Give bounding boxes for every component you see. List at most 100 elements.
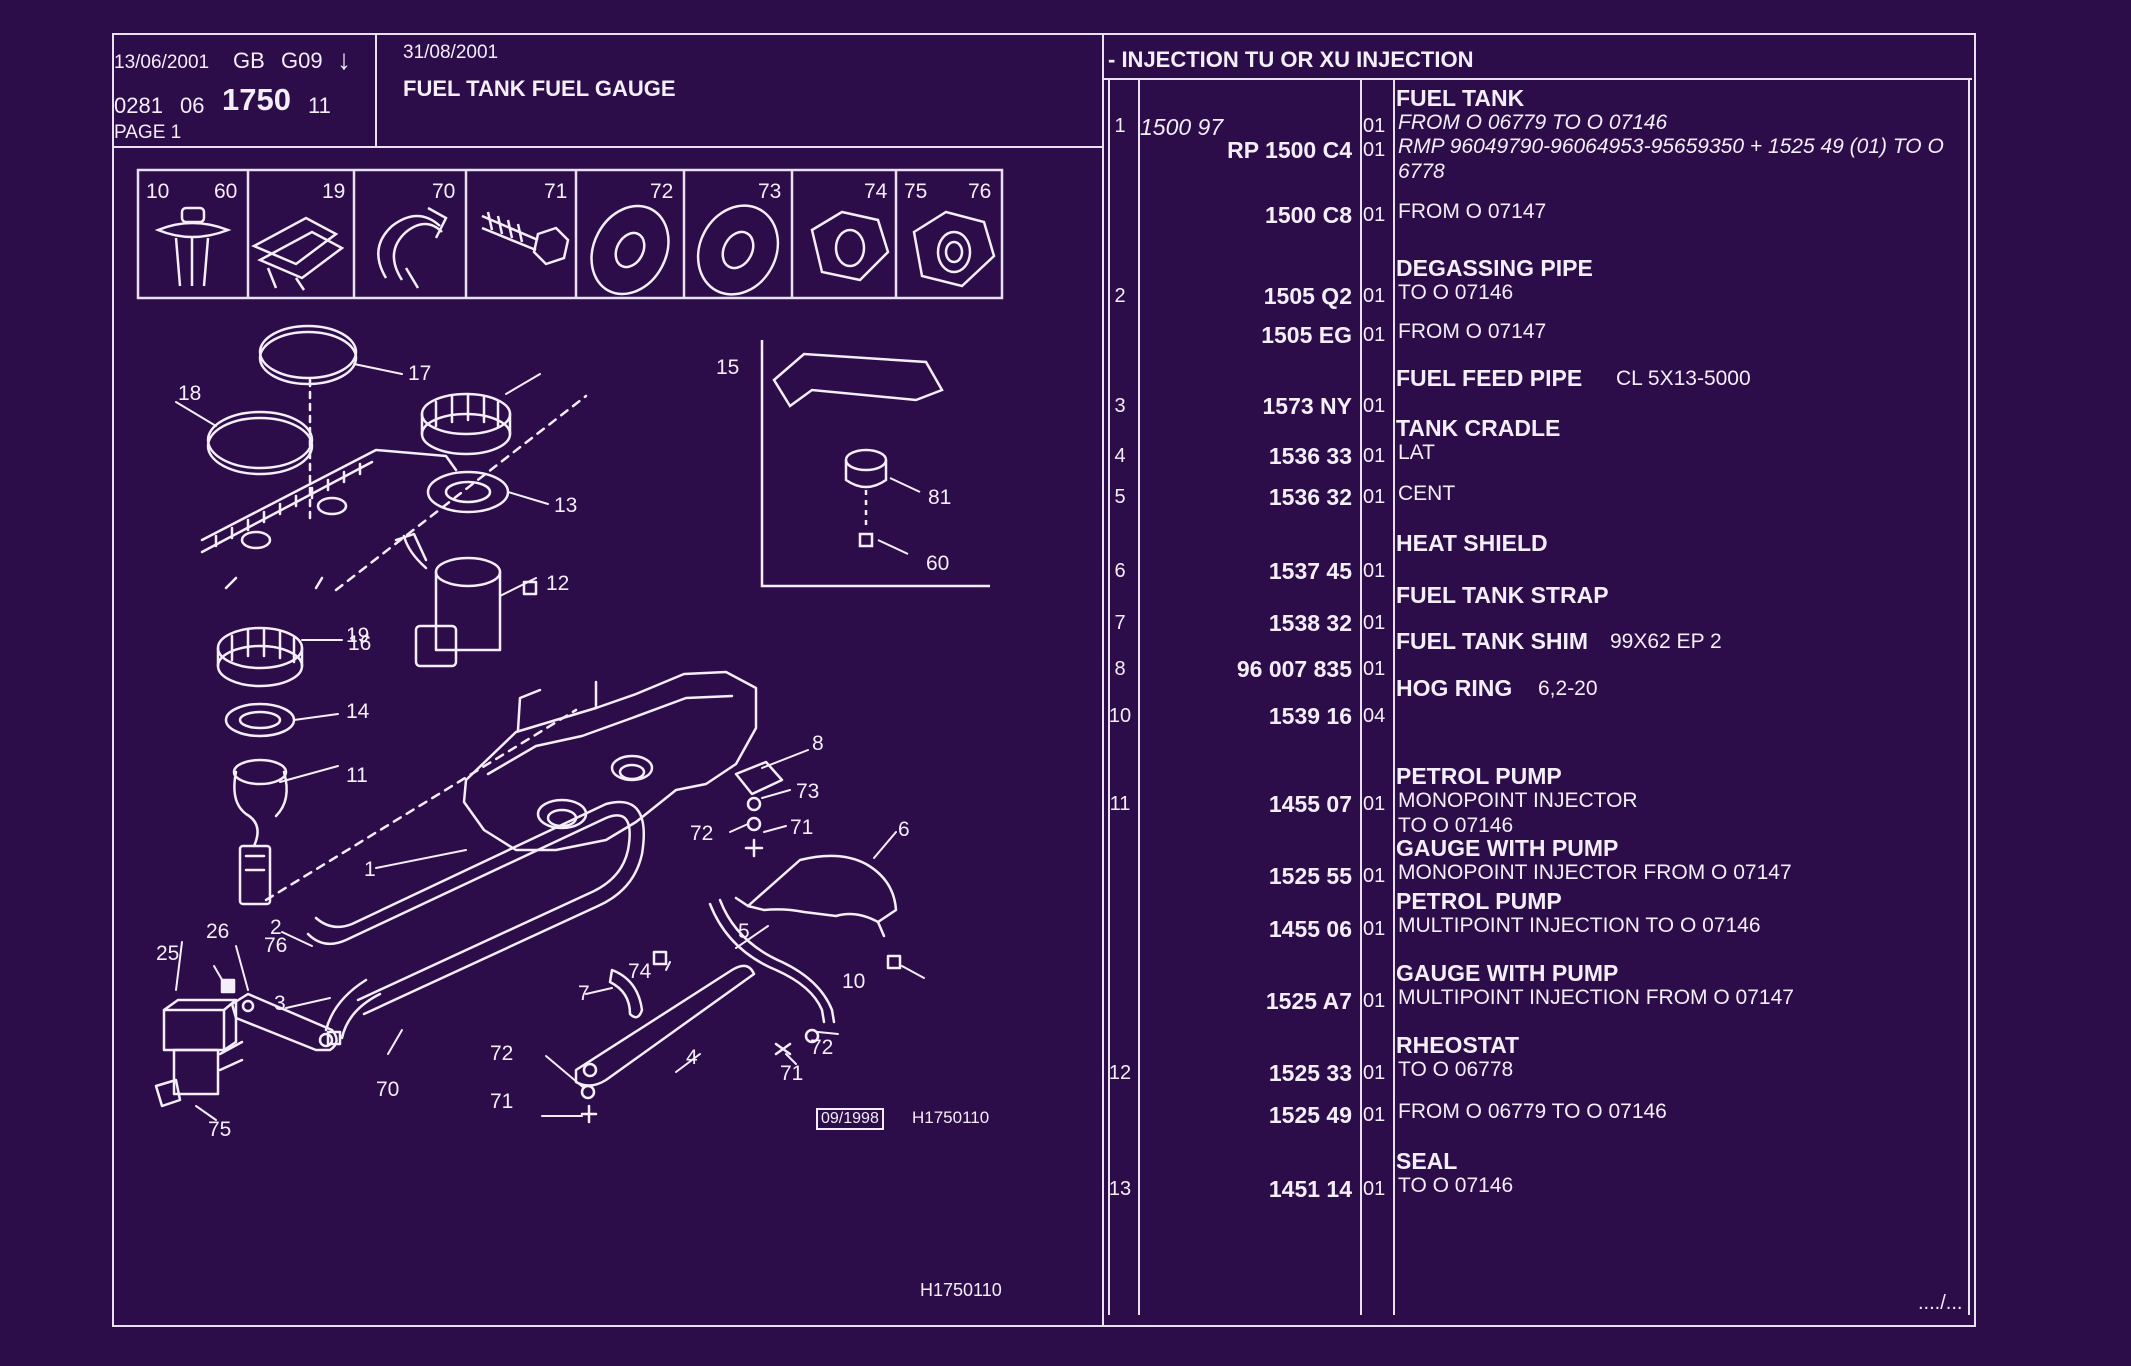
part-number: 1525 A7 <box>1265 988 1352 1014</box>
part-index: 8 <box>1114 658 1126 680</box>
part-desc-line: CL 5X13-5000 <box>1616 367 1751 390</box>
callout-71c: 71 <box>490 1090 513 1113</box>
callout-19: 19 <box>346 624 369 647</box>
hex-nut-icon <box>810 210 890 282</box>
part-title: SEAL <box>1396 1148 1458 1174</box>
hw-label-75: 75 <box>904 180 927 203</box>
part-desc-line: FROM O 06779 TO O 07146 <box>1398 1100 1667 1123</box>
part-number: 1538 32 <box>1268 610 1352 636</box>
callout-6: 6 <box>898 818 910 841</box>
header-ref-big: 1750 <box>222 82 291 117</box>
hw-label-19: 19 <box>322 180 345 203</box>
part-qty: 01 <box>1363 1178 1386 1200</box>
header-bottom-line <box>112 146 1104 148</box>
part-qty: 01 <box>1363 324 1386 346</box>
clip-icon <box>251 216 345 291</box>
part-qty: 01 <box>1363 285 1386 307</box>
screw-icon <box>481 211 570 266</box>
part-desc-line: MULTIPOINT INJECTION TO O 07146 <box>1398 914 1761 937</box>
col-line-qty-left <box>1360 80 1362 1315</box>
part-title: HEAT SHIELD <box>1396 530 1548 556</box>
callout-74: 74 <box>628 960 652 983</box>
hose-clamp-icon <box>377 206 448 289</box>
part-qty: 01 <box>1363 793 1386 815</box>
callout-16: 16 <box>348 632 371 655</box>
col-line-part <box>1108 80 1110 1315</box>
part-qty: 01 <box>1363 115 1386 137</box>
page-title: FUEL TANK FUEL GAUGE <box>403 76 676 101</box>
part-title: GAUGE WITH PUMP <box>1396 960 1619 986</box>
part-number: 1537 45 <box>1268 558 1352 584</box>
part-number: 1573 NY <box>1262 393 1352 419</box>
floor-panel-shape <box>200 378 458 590</box>
part-qty: 01 <box>1363 560 1386 582</box>
part-number: 1525 55 <box>1268 863 1352 889</box>
pipes-shape <box>306 800 646 1040</box>
callout-1: 1 <box>364 858 376 881</box>
part-number: RP 1500 C4 <box>1227 137 1352 163</box>
part-index: 7 <box>1114 612 1126 634</box>
pump-unit-25-shape <box>154 998 244 1108</box>
callout-17: 17 <box>408 362 431 385</box>
part-desc-line: 6778 <box>1398 160 1445 183</box>
part-qty: 04 <box>1363 705 1386 727</box>
cradle-5-shape <box>708 898 836 1024</box>
part-number: 96 007 835 <box>1236 656 1352 682</box>
gauge-12-shape <box>394 532 502 668</box>
callout-10: 10 <box>842 970 865 993</box>
part-title: FUEL TANK SHIM <box>1396 628 1589 654</box>
callout-4: 4 <box>686 1046 698 1069</box>
part-number: 1525 33 <box>1268 1060 1352 1086</box>
part-desc-line: 6,2-20 <box>1538 677 1598 700</box>
part-qty: 01 <box>1363 658 1386 680</box>
exploded-diagram: 17 18 15 13 12 19 16 14 11 81 60 8 73 72… <box>154 324 990 1141</box>
hardware-strip: 10 60 19 70 71 72 73 74 75 76 <box>136 168 1004 300</box>
callout-14: 14 <box>346 700 370 723</box>
callout-72b: 72 <box>810 1036 833 1059</box>
callout-3: 3 <box>274 992 286 1015</box>
callout-70: 70 <box>376 1078 399 1101</box>
part-number: 1500 C8 <box>1265 202 1352 228</box>
part-desc-line: TO O 06778 <box>1398 1058 1514 1081</box>
part-number: 1539 16 <box>1268 703 1352 729</box>
part-title: PETROL PUMP <box>1396 763 1562 789</box>
hw-label-71: 71 <box>544 180 567 203</box>
callout-76: 76 <box>264 934 287 957</box>
part-desc-line: FROM O 06779 TO O 07146 <box>1398 111 1668 134</box>
hw-label-74: 74 <box>864 180 888 203</box>
shim-8-shape <box>734 760 784 796</box>
header-date: 13/06/2001 <box>114 52 210 73</box>
col-line-qty-right <box>1393 80 1395 1315</box>
part-index: 4 <box>1114 445 1126 467</box>
part-index: 3 <box>1114 395 1126 417</box>
hw-label-60: 60 <box>214 180 237 203</box>
callout-18: 18 <box>178 382 201 405</box>
callout-73: 73 <box>796 780 819 803</box>
hw-label-70: 70 <box>432 180 455 203</box>
header-ref-prefix: 0281 <box>114 93 163 118</box>
lock-ring-16-shape <box>216 626 304 688</box>
lock-ring-15-shape <box>420 392 512 456</box>
callout-75: 75 <box>208 1118 231 1141</box>
part-desc-line: TO O 07146 <box>1398 1174 1514 1197</box>
part-title: GAUGE WITH PUMP <box>1396 835 1619 861</box>
part-title: FUEL TANK STRAP <box>1396 582 1609 608</box>
part-title: FUEL TANK <box>1396 85 1525 111</box>
part-index: 10 <box>1108 705 1132 727</box>
part-number: 1451 14 <box>1268 1176 1352 1202</box>
part-number: 1536 33 <box>1268 443 1352 469</box>
callout-13: 13 <box>554 494 577 517</box>
down-arrow-icon: ↓ <box>337 44 351 75</box>
part-qty: 01 <box>1363 1104 1386 1126</box>
diagram-date-box: 09/1998 <box>816 1108 884 1130</box>
pump-11-shape <box>232 758 288 906</box>
part-qty: 01 <box>1363 204 1386 226</box>
callout-7: 7 <box>578 982 590 1005</box>
cap-17-shape <box>258 324 358 386</box>
header-divider <box>375 35 377 147</box>
part-number: 1525 49 <box>1268 1102 1352 1128</box>
part-desc-line: CENT <box>1398 482 1456 505</box>
strap-4-shape <box>574 964 756 1087</box>
part-index: 2 <box>1114 285 1126 307</box>
part-qty: 01 <box>1363 990 1386 1012</box>
